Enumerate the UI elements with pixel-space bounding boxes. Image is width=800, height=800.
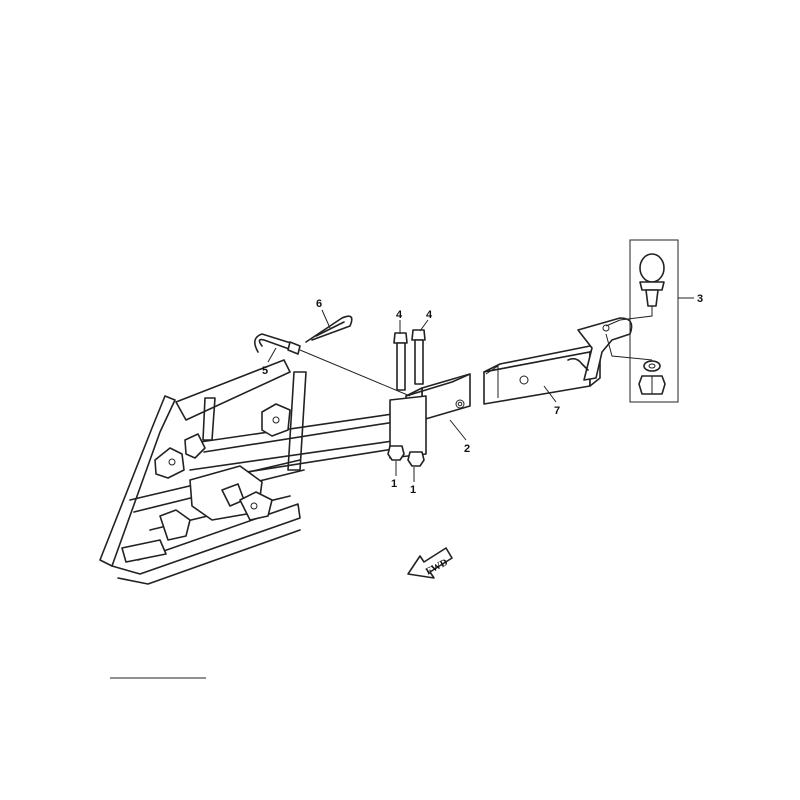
pin-leader-line: [299, 349, 411, 397]
nut-left: [387, 445, 405, 461]
callout-3: 3: [697, 293, 703, 305]
lock-washer: [643, 360, 661, 372]
callout-4-left: 4: [396, 309, 403, 321]
callout-4-right: 4: [426, 309, 433, 321]
callout-6: 6: [316, 298, 322, 310]
callout-5: 5: [262, 365, 268, 377]
bolt-left: [393, 332, 408, 391]
vehicle-frame: [99, 359, 421, 585]
hitch-pin: [254, 333, 301, 355]
bolt-right: [411, 329, 426, 385]
ball-kit-box: [629, 239, 679, 403]
callout-leaders: [267, 297, 694, 482]
callout-7: 7: [554, 405, 560, 417]
fwd-direction-arrow: FWD: [407, 547, 453, 579]
callout-2: 2: [464, 443, 470, 455]
nut-right: [407, 451, 425, 467]
callout-1-left: 1: [391, 478, 397, 490]
drawbar: [483, 317, 633, 405]
receiver-bracket: [389, 373, 471, 459]
hitch-pin-clip: [305, 315, 353, 343]
callout-1-right: 1: [410, 484, 416, 496]
hitch-ball: [639, 253, 665, 307]
